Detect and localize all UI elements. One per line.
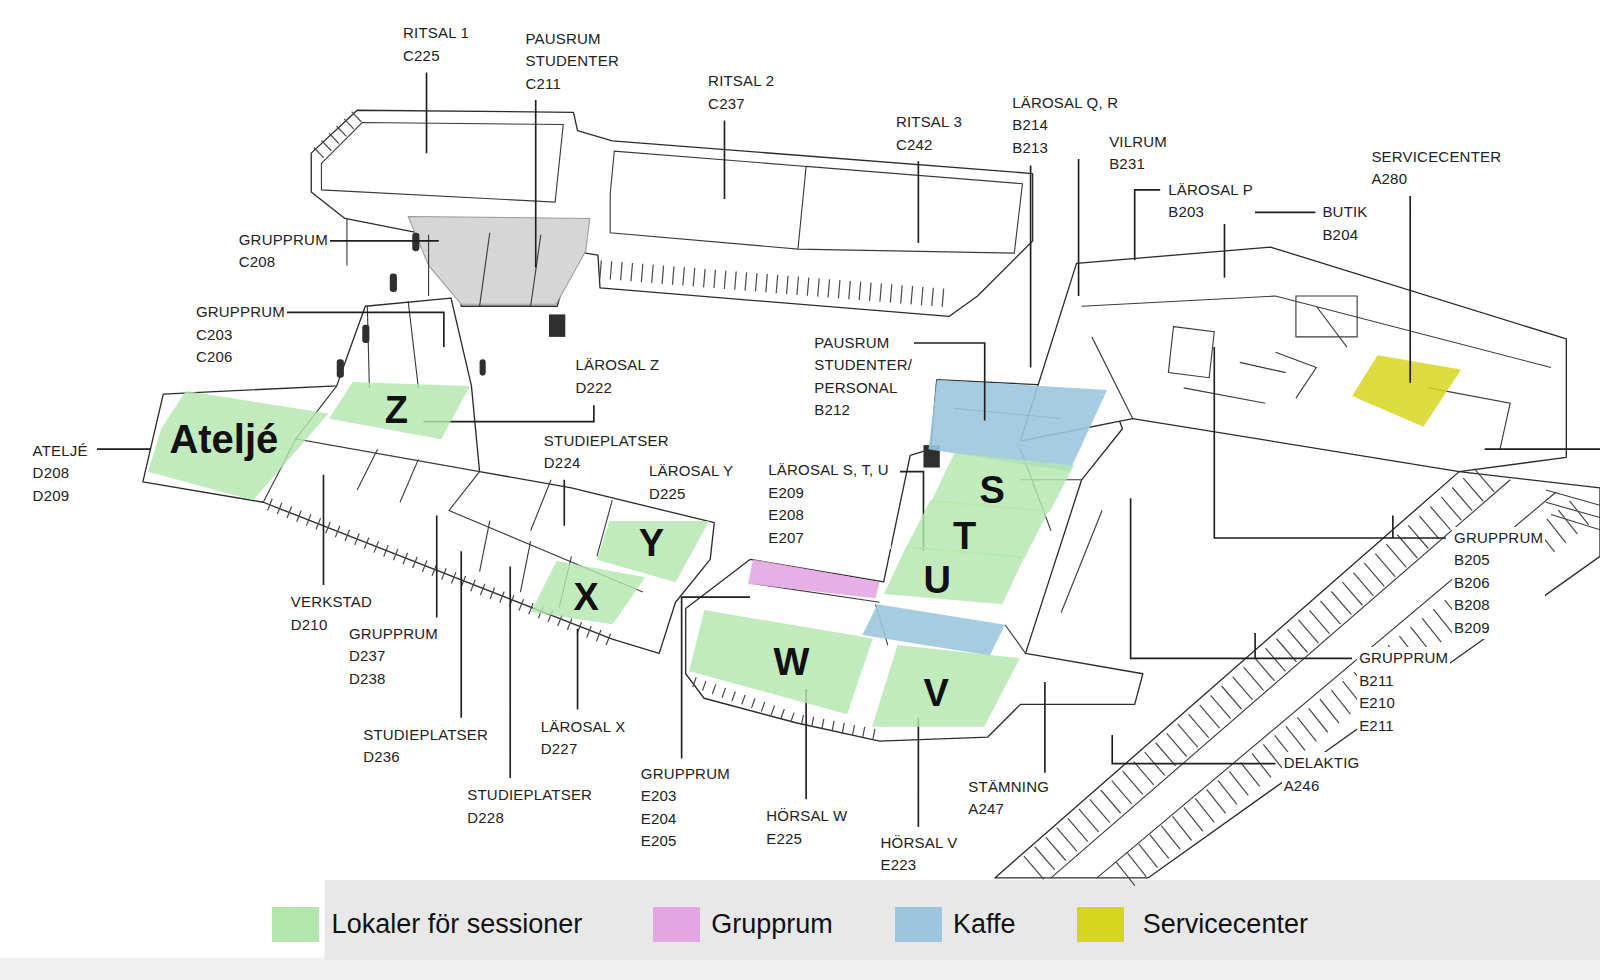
room-fill xyxy=(148,391,329,500)
room-label: PAUSRUM STUDENTER/ PERSONAL B212 xyxy=(812,332,914,422)
room-label: LÄROSAL S, T, U E209 E208 E207 xyxy=(766,459,891,549)
room-label: GRUPPRUM C203 C206 xyxy=(194,301,287,369)
room-letter: Z xyxy=(385,391,408,429)
room-label: LÄROSAL Q, R B214 B213 xyxy=(1010,92,1120,160)
legend-swatch xyxy=(1077,907,1124,942)
room-label: ATELJÉ D208 D209 xyxy=(31,440,90,508)
room-label: LÄROSAL X D227 xyxy=(539,716,628,761)
room-label: BUTIK B204 xyxy=(1320,201,1369,246)
window-band xyxy=(600,270,947,299)
room-label: GRUPPRUM B211 E210 E211 xyxy=(1357,647,1450,737)
room-label: STÄMNING A247 xyxy=(966,776,1051,821)
room-area: U xyxy=(884,546,1025,604)
legend-text: Lokaler för sessioner xyxy=(332,907,583,942)
coffee-area xyxy=(862,604,1005,655)
wing-c xyxy=(311,110,1032,316)
building-wings xyxy=(143,110,1600,878)
legend-swatch xyxy=(895,907,942,942)
room-letter: W xyxy=(773,643,809,681)
column xyxy=(480,359,486,375)
room-label: LÄROSAL Y D225 xyxy=(647,460,735,505)
room-label: GRUPPRUM D237 D238 xyxy=(347,623,440,691)
group-room-area xyxy=(748,559,880,598)
column xyxy=(412,233,419,251)
room-label: HÖRSAL V E223 xyxy=(879,832,960,877)
room-label: LÄROSAL Z D222 xyxy=(573,354,661,399)
window-band xyxy=(1122,512,1579,875)
legend-swatch xyxy=(272,907,319,942)
service-area xyxy=(1352,355,1461,426)
column xyxy=(337,359,344,377)
room-letter: Ateljé xyxy=(169,419,278,459)
wing-a xyxy=(995,472,1600,878)
page-band xyxy=(0,958,1600,980)
room-label: GRUPPRUM C208 xyxy=(237,229,330,274)
window-band xyxy=(1024,480,1484,876)
legend-swatch xyxy=(653,907,700,942)
room-fill xyxy=(329,382,470,439)
room-label: SERVICECENTER A280 xyxy=(1369,146,1503,191)
legend-panel xyxy=(324,880,1600,960)
room-letter: U xyxy=(923,561,950,599)
room-letter: V xyxy=(923,674,948,712)
room-label: RITSAL 3 C242 xyxy=(894,111,964,156)
room-letter: S xyxy=(980,471,1005,509)
room-fill xyxy=(689,610,873,714)
room-letter: Y xyxy=(639,524,664,562)
legend-text: Servicecenter xyxy=(1143,907,1308,942)
room-fill xyxy=(884,546,1025,604)
room-walls xyxy=(263,123,1600,878)
room-label: STUDIEPLATSER D228 xyxy=(465,784,594,829)
column xyxy=(390,274,397,292)
wing-b xyxy=(1020,247,1566,472)
wing-d xyxy=(143,298,714,653)
room-label: RITSAL 1 C225 xyxy=(401,22,471,67)
room-area: V xyxy=(872,645,1020,727)
wing-e xyxy=(686,380,1143,741)
room-label: RITSAL 2 C237 xyxy=(706,70,776,115)
stair xyxy=(549,314,565,336)
window-bands xyxy=(269,114,1579,876)
room-walls xyxy=(1051,480,1600,878)
room-outline xyxy=(884,546,1025,604)
room-label: DELAKTIG A246 xyxy=(1282,752,1362,797)
legend-text: Grupprum xyxy=(711,907,833,942)
room-label: GRUPPRUM B205 B206 B208 B209 xyxy=(1452,527,1545,640)
room-area: X xyxy=(531,561,645,624)
room-area: W xyxy=(689,610,873,714)
grey-floor xyxy=(408,216,590,304)
room-label: LÄROSAL P B203 xyxy=(1166,179,1255,224)
room-area: Ateljé xyxy=(148,391,329,500)
leader-lines xyxy=(97,72,1600,826)
room-label: VILRUM B231 xyxy=(1107,131,1169,176)
room-letter: T xyxy=(953,517,976,555)
room-letter: X xyxy=(573,578,598,616)
room-label: GRUPPRUM E203 E204 E205 xyxy=(639,763,732,853)
column xyxy=(362,325,369,343)
room-label: HÖRSAL W E225 xyxy=(764,805,849,850)
room-fill xyxy=(872,645,1020,727)
window-band xyxy=(318,114,359,153)
room-walls xyxy=(1082,296,1551,449)
legend-text: Kaffe xyxy=(953,907,1016,942)
room-label: STUDIEPLATSER D236 xyxy=(361,724,490,769)
room-fill xyxy=(531,561,645,624)
room-area: Z xyxy=(329,382,470,439)
room-label: PAUSRUM STUDENTER C211 xyxy=(523,28,620,96)
